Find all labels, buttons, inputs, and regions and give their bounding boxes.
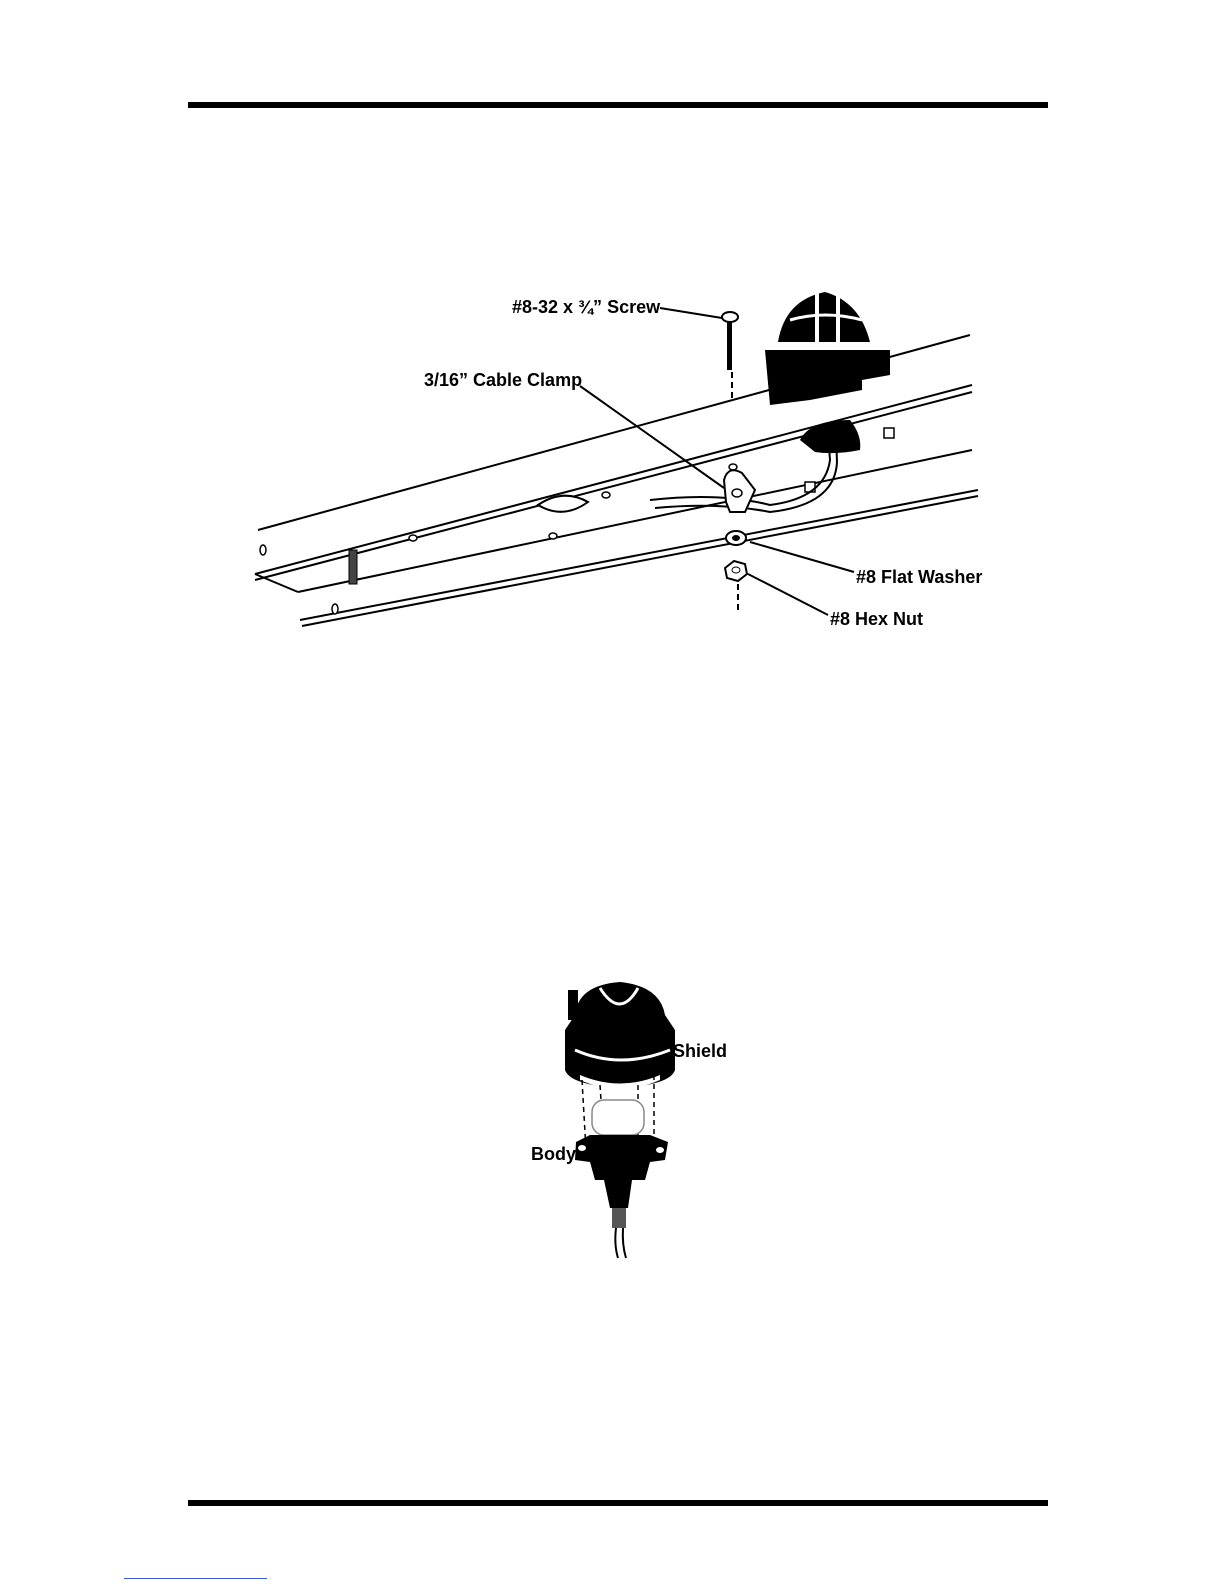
screw-label: #8-32 x ¾” Screw	[512, 297, 661, 317]
flat-washer-label: #8 Flat Washer	[856, 567, 982, 587]
rail-illustration: #8-32 x ¾” Screw 3/16” Cable Clamp #8 Fl…	[250, 280, 990, 640]
shield-body-figure: Shield Body	[520, 980, 740, 1260]
cable-clamp-assembly-figure: #8-32 x ¾” Screw 3/16” Cable Clamp #8 Fl…	[250, 280, 990, 640]
footnote-link-underline	[124, 1578, 267, 1579]
cable-clamp-label: 3/16” Cable Clamp	[424, 370, 582, 390]
header-rule	[188, 102, 1048, 108]
footer-rule	[188, 1500, 1048, 1506]
shield-body-illustration: Shield Body	[520, 980, 740, 1260]
hex-nut-label: #8 Hex Nut	[830, 609, 923, 629]
shield-label: Shield	[673, 1041, 727, 1061]
body-label: Body	[531, 1144, 576, 1164]
